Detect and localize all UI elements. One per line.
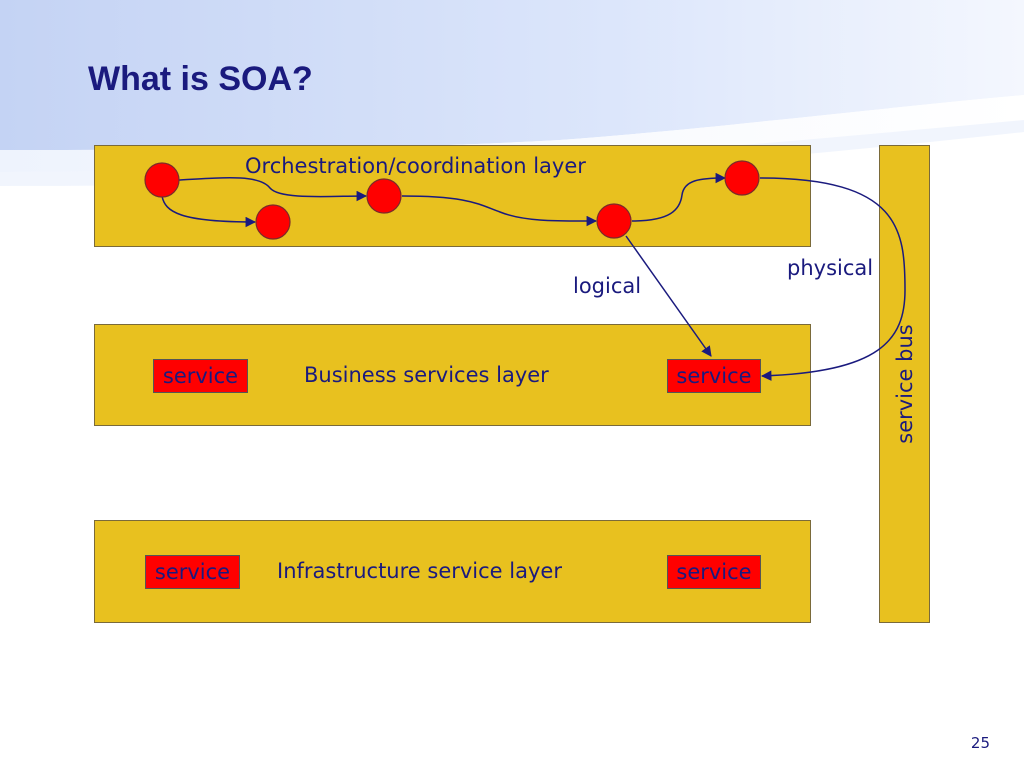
business-service-left[interactable]: service — [153, 359, 248, 393]
infrastructure-service-right[interactable]: service — [667, 555, 761, 589]
logical-annotation: logical — [573, 274, 642, 298]
business-services-layer-label: Business services layer — [304, 363, 549, 387]
orchestration-layer: Orchestration/coordination layer — [94, 145, 811, 247]
service-bus: service bus — [879, 145, 930, 623]
orchestration-layer-label: Orchestration/coordination layer — [245, 154, 586, 178]
infrastructure-service-left[interactable]: service — [145, 555, 240, 589]
infrastructure-service-layer-label: Infrastructure service layer — [277, 559, 562, 583]
business-services-layer: service Business services layer service — [94, 324, 811, 426]
business-service-right[interactable]: service — [667, 359, 761, 393]
page-number: 25 — [970, 734, 990, 752]
slide-title: What is SOA? — [88, 60, 313, 98]
physical-annotation: physical — [787, 256, 874, 280]
infrastructure-service-layer: service Infrastructure service layer ser… — [94, 520, 811, 623]
service-bus-label: service bus — [892, 324, 917, 444]
